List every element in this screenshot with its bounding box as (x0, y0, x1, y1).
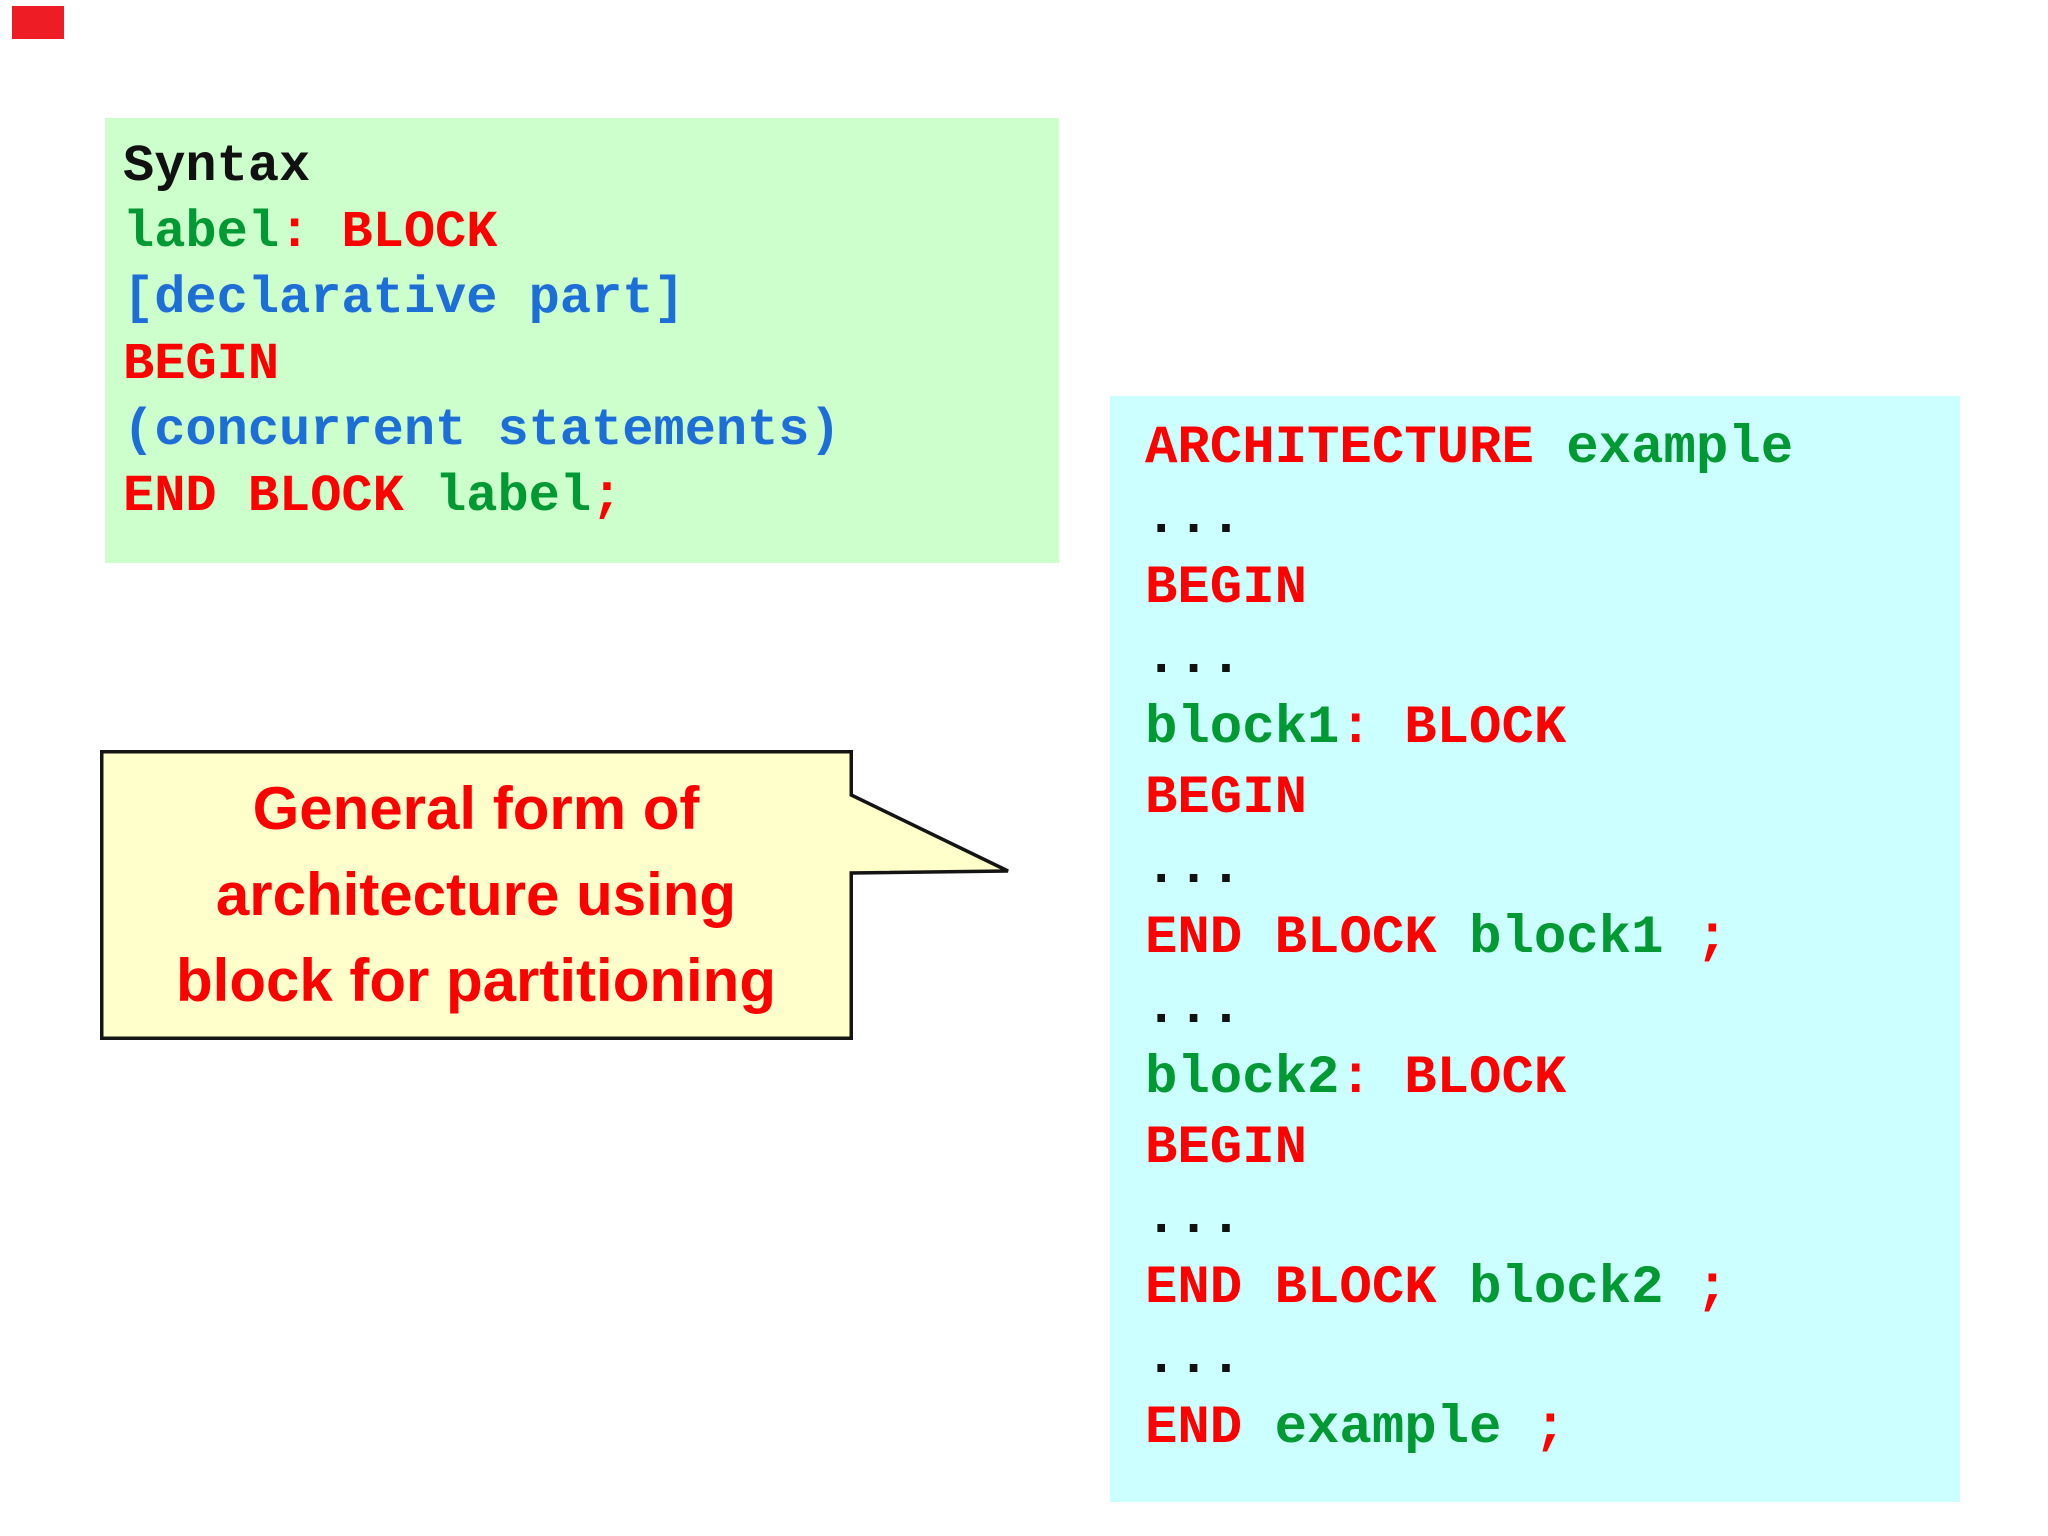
code-segment: BEGIN (1145, 1118, 1308, 1179)
callout-line: General form of (252, 775, 700, 842)
code-line: BEGIN (1145, 1114, 1960, 1184)
code-segment: END (1145, 1398, 1275, 1459)
code-segment: ; (591, 467, 623, 526)
code-segment: BEGIN (123, 335, 280, 394)
code-line: ... (1145, 834, 1960, 904)
red-corner-mark (12, 6, 64, 39)
code-line: END example ; (1145, 1394, 1960, 1464)
code-line: (concurrent statements) (123, 398, 1059, 464)
code-segment: block2 (1145, 1048, 1340, 1109)
code-segment: END BLOCK (1145, 1258, 1470, 1319)
code-line: END BLOCK block2 ; (1145, 1254, 1960, 1324)
code-segment: ... (1145, 978, 1243, 1039)
code-segment: ... (1145, 838, 1243, 899)
code-line: END BLOCK block1 ; (1145, 904, 1960, 974)
callout-text: General form of architecture using block… (100, 752, 852, 1038)
code-segment: END BLOCK (123, 467, 436, 526)
code-line: [declarative part] (123, 266, 1059, 332)
code-segment: : BLOCK (1339, 1048, 1567, 1109)
code-segment: block2 (1469, 1258, 1664, 1319)
code-segment: END BLOCK (1145, 908, 1470, 969)
example-code: ARCHITECTURE example...BEGIN...block1: B… (1145, 414, 1960, 1464)
code-line: BEGIN (123, 332, 1059, 398)
code-segment: : BLOCK (1339, 698, 1567, 759)
code-segment: ; (1663, 908, 1729, 969)
speech-bubble-shape (100, 750, 1009, 1040)
code-segment: BEGIN (1145, 558, 1308, 619)
code-line: BEGIN (1145, 554, 1960, 624)
code-line: label: BLOCK (123, 200, 1059, 266)
code-segment: ; (1501, 1398, 1567, 1459)
example-code-box: ARCHITECTURE example...BEGIN...block1: B… (1110, 396, 1960, 1502)
code-line: block1: BLOCK (1145, 694, 1960, 764)
code-segment: ... (1145, 1328, 1243, 1389)
code-line: ARCHITECTURE example (1145, 414, 1960, 484)
code-segment: ... (1145, 488, 1243, 549)
code-line: ... (1145, 1324, 1960, 1394)
code-segment: Syntax (123, 137, 311, 196)
code-line: Syntax (123, 134, 1059, 200)
code-line: BEGIN (1145, 764, 1960, 834)
code-line: END BLOCK label; (123, 464, 1059, 530)
code-segment: [declarative part] (123, 269, 685, 328)
code-segment: (concurrent statements) (123, 401, 841, 460)
code-line: ... (1145, 1184, 1960, 1254)
code-segment: ; (1663, 1258, 1729, 1319)
code-segment: block1 (1469, 908, 1664, 969)
code-line: block2: BLOCK (1145, 1044, 1960, 1114)
code-segment: : BLOCK (279, 203, 498, 262)
code-segment: BEGIN (1145, 768, 1308, 829)
code-segment: block1 (1145, 698, 1340, 759)
code-line: ... (1145, 624, 1960, 694)
code-line: ... (1145, 484, 1960, 554)
code-segment: ... (1145, 628, 1243, 689)
callout-line: architecture using (215, 861, 737, 928)
code-segment: ARCHITECTURE (1145, 418, 1567, 479)
code-segment: label (435, 467, 592, 526)
code-segment: label (123, 203, 280, 262)
callout-line: block for partitioning (176, 947, 776, 1014)
code-segment: example (1274, 1398, 1502, 1459)
code-segment: example (1566, 418, 1794, 479)
speech-bubble-outline (100, 750, 1009, 1040)
code-line: ... (1145, 974, 1960, 1044)
code-segment: ... (1145, 1188, 1243, 1249)
